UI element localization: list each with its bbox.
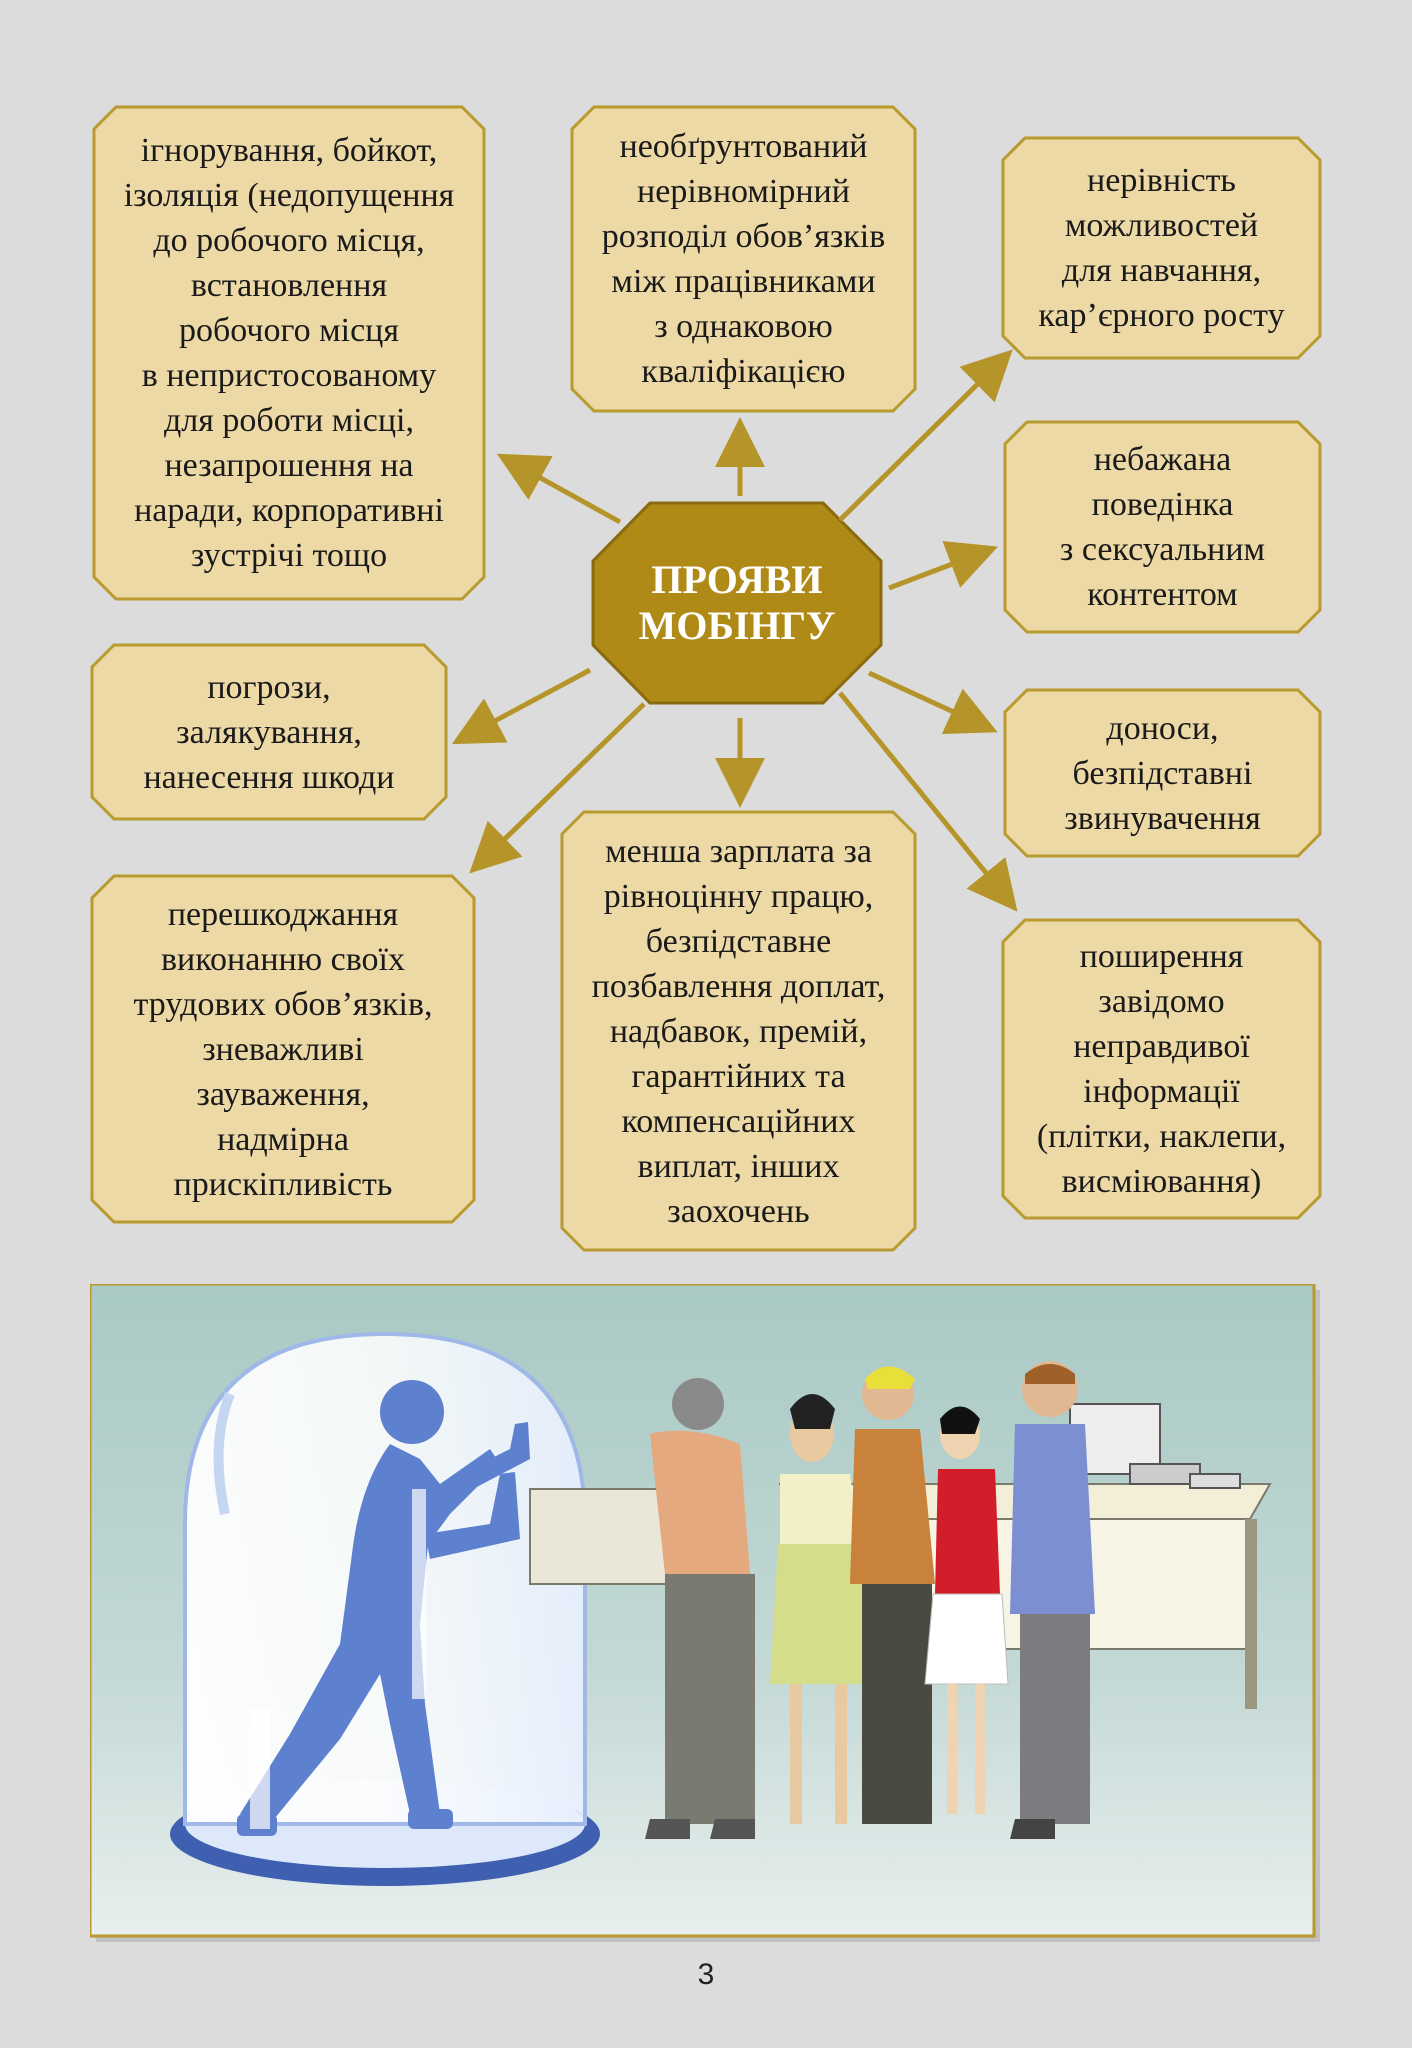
box-obstruction-text: перешкоджання виконанню своїх трудових о… bbox=[133, 895, 433, 1203]
box-unequal-duties-text: необґрунтований нерівномірний розподіл о… bbox=[601, 128, 886, 390]
isolated-person-icon bbox=[237, 1380, 530, 1836]
box-shape-8 bbox=[560, 810, 917, 1252]
page-number: 3 bbox=[697, 1958, 715, 1991]
box-shape-1 bbox=[92, 105, 486, 601]
mobbing-illustration bbox=[90, 1284, 1320, 1942]
box-false-info: поширення завідомо неправдивої інформаці… bbox=[1003, 920, 1320, 1218]
arrow-to-box-5 bbox=[451, 667, 592, 745]
arrow-to-box-1 bbox=[496, 453, 622, 525]
box-career-inequality-text: нерівність можливостей для навчання, кар… bbox=[1038, 162, 1285, 334]
arrow-to-box-7 bbox=[469, 702, 646, 874]
box-shape-6 bbox=[1003, 688, 1322, 858]
center-label: ПРОЯВИ МОБІНГУ bbox=[638, 557, 836, 648]
box-isolation-text: ігнорування, бойкот, ізоляція (недопущен… bbox=[123, 132, 455, 574]
box-shape-5 bbox=[90, 643, 448, 821]
box-threats-text: погрози, залякування, нанесення шкоди bbox=[143, 668, 395, 796]
box-false-info-text: поширення завідомо неправдивої інформаці… bbox=[1036, 938, 1287, 1200]
arrow-to-box-6 bbox=[867, 670, 998, 735]
box-obstruction: перешкоджання виконанню своїх трудових о… bbox=[92, 876, 474, 1222]
arrow-to-box-4 bbox=[888, 541, 999, 591]
box-lower-pay-text: менша зарплата за рівноцінну працю, безп… bbox=[591, 832, 886, 1230]
center-octagon bbox=[591, 501, 883, 705]
box-unequal-duties: необґрунтований нерівномірний розподіл о… bbox=[572, 107, 915, 411]
box-career-inequality: нерівність можливостей для навчання, кар… bbox=[1003, 138, 1320, 358]
box-sexual-behavior-text: небажана поведінка з сексуальним контент… bbox=[1059, 441, 1266, 613]
arrow-to-box-3 bbox=[838, 349, 1013, 522]
box-lower-pay: менша зарплата за рівноцінну працю, безп… bbox=[562, 812, 915, 1250]
box-sexual-behavior: небажана поведінка з сексуальним контент… bbox=[1005, 422, 1320, 632]
box-shape-2 bbox=[570, 105, 917, 413]
box-shape-9 bbox=[1001, 918, 1322, 1220]
diagram-connectors bbox=[90, 105, 1322, 1252]
box-denunciations: доноси, безпідставні звинувачення bbox=[1005, 690, 1320, 856]
box-threats: погрози, залякування, нанесення шкоди bbox=[92, 645, 446, 819]
group-of-colleagues-icon bbox=[645, 1361, 1095, 1839]
box-isolation: ігнорування, бойкот, ізоляція (недопущен… bbox=[94, 107, 484, 599]
box-shape-3 bbox=[1001, 136, 1322, 360]
box-shape-4 bbox=[1003, 420, 1322, 634]
box-denunciations-text: доноси, безпідставні звинувачення bbox=[1064, 709, 1261, 837]
box-shape-7 bbox=[90, 874, 476, 1224]
arrow-to-box-9 bbox=[838, 691, 1018, 912]
